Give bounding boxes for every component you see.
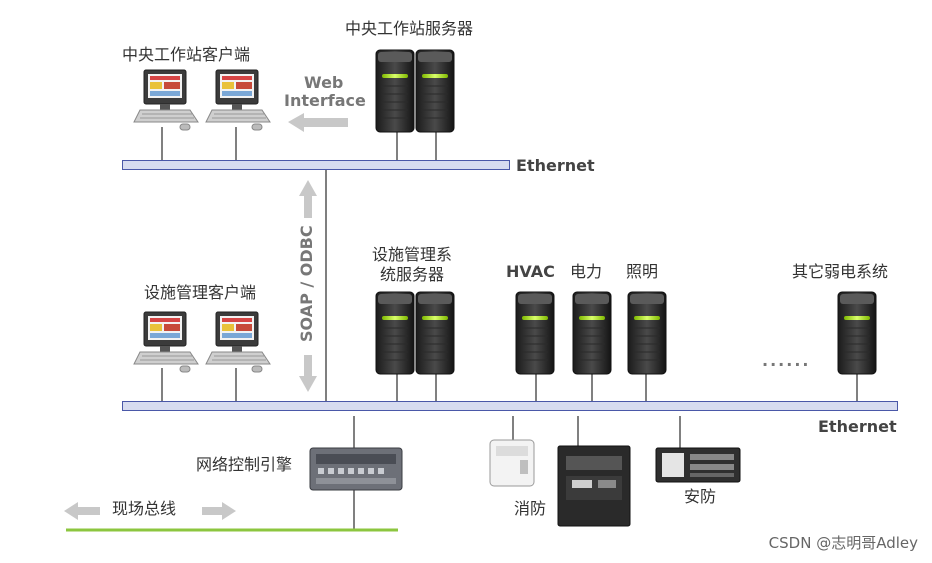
- network-engine-label: 网络控制引擎: [196, 455, 293, 474]
- top-drops: [161, 127, 437, 402]
- web-interface-label-1: Web: [304, 73, 344, 92]
- network-engine-icon: [309, 447, 403, 491]
- more-dots: ......: [762, 351, 811, 370]
- field-bus-arrow-right: [202, 502, 236, 520]
- security-label: 安防: [684, 487, 717, 506]
- central-server-icon: [375, 49, 455, 133]
- facility-server-label-2: 统服务器: [380, 265, 445, 284]
- ethernet-bottom-label: Ethernet: [818, 417, 897, 436]
- other-systems-label: 其它弱电系统: [792, 262, 889, 281]
- web-interface-label-2: Interface: [284, 91, 366, 110]
- ethernet-bus-bottom: [122, 401, 898, 411]
- web-interface-arrow: [288, 113, 348, 132]
- security-panel-icon: [655, 447, 741, 483]
- facility-server-label-1: 设施管理系: [372, 245, 453, 264]
- soap-odbc-arrow-down: [299, 355, 317, 392]
- power-server-icon: [572, 291, 612, 375]
- bottom-drops: [161, 368, 858, 530]
- fire-alarm-icon: [489, 439, 631, 527]
- soap-odbc-label: SOAP / ODBC: [297, 225, 316, 342]
- central-client-label: 中央工作站客户端: [122, 45, 251, 64]
- hvac-server-icon: [515, 291, 555, 375]
- hvac-label: HVAC: [506, 262, 555, 281]
- facility-client-icon: [133, 311, 271, 373]
- facility-client-label: 设施管理客户端: [144, 283, 257, 302]
- ethernet-bus-top: [122, 160, 510, 170]
- ethernet-top-label: Ethernet: [516, 156, 595, 175]
- field-bus-label: 现场总线: [112, 499, 177, 518]
- lighting-label: 照明: [626, 262, 659, 281]
- watermark: CSDN @志明哥Adley: [768, 534, 918, 552]
- central-server-label: 中央工作站服务器: [345, 19, 474, 38]
- fire-label: 消防: [514, 499, 547, 518]
- lighting-server-icon: [627, 291, 667, 375]
- other-systems-server-icon: [837, 291, 877, 375]
- field-bus-arrow-left: [64, 502, 100, 520]
- power-label: 电力: [570, 262, 603, 281]
- facility-server-icon: [375, 291, 455, 375]
- soap-odbc-arrow-up: [299, 180, 317, 218]
- central-client-icon: [133, 69, 271, 131]
